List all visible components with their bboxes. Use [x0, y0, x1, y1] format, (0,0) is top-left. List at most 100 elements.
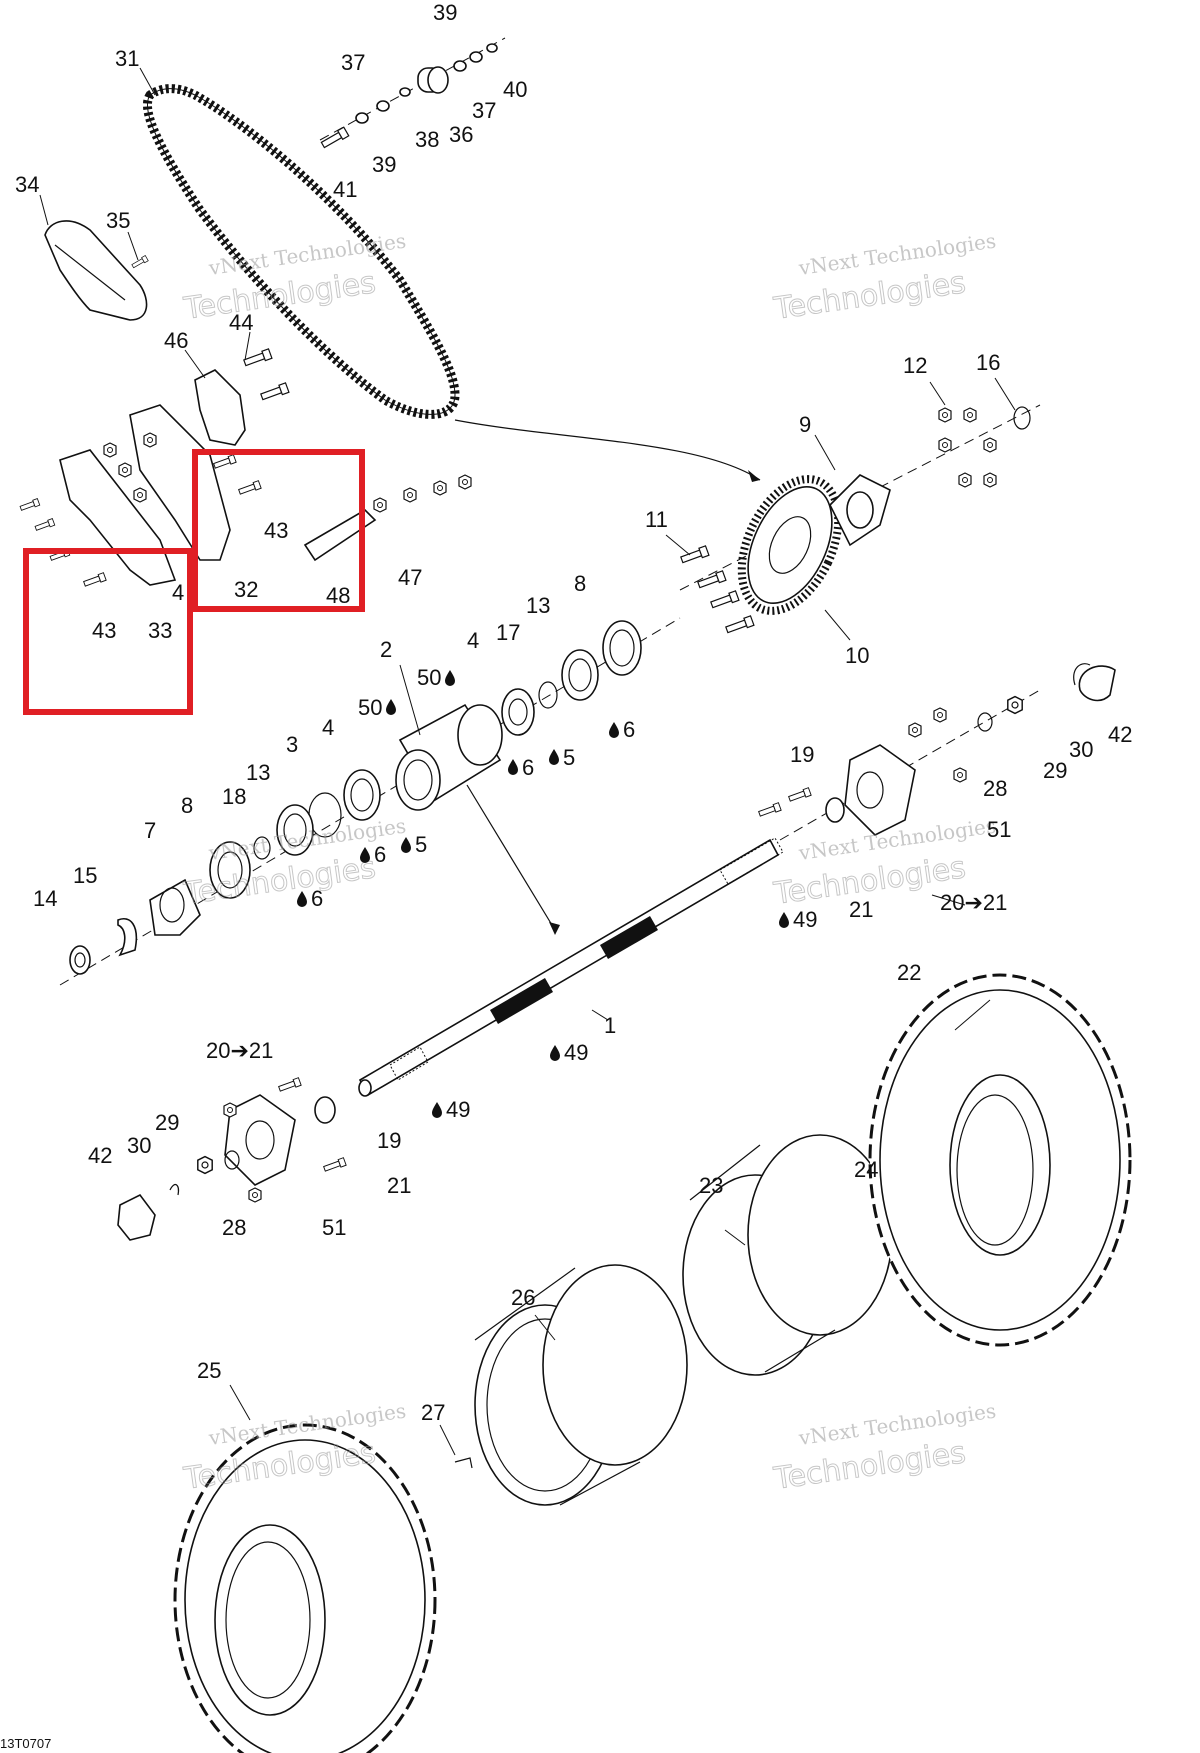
sprocket-and-hub [679, 404, 1041, 636]
drop-icon [550, 1045, 560, 1061]
watermark: vNext Technologies Technologies [771, 1399, 998, 1498]
callout-37: 37 [472, 98, 496, 123]
callout-19: 19 [377, 1128, 401, 1153]
callout-31: 31 [115, 46, 139, 71]
drop-icon [432, 1102, 442, 1118]
callout-4: 4 [467, 628, 479, 653]
callout-43: 43 [264, 518, 288, 543]
watermark-text-line1: vNext Technologies [796, 229, 997, 281]
callout-18: 18 [222, 784, 246, 809]
tires [173, 973, 1132, 1753]
leader-lines [39, 67, 1016, 1456]
highlight-box-lower [23, 548, 193, 715]
callout-22: 22 [897, 960, 921, 985]
drop-icon [779, 912, 789, 928]
callout-4: 4 [322, 715, 334, 740]
callout-40: 40 [503, 77, 527, 102]
callout-11: 11 [645, 507, 668, 532]
drop-icon [360, 847, 370, 863]
callout-2: 2 [380, 637, 392, 662]
callout-32: 32 [234, 577, 258, 602]
watermark: vNext Technologies Technologies [771, 229, 998, 328]
drop-icon [609, 722, 619, 738]
lubricant-drops [297, 670, 789, 1118]
callout-9: 9 [799, 412, 811, 437]
callout-10: 10 [845, 643, 869, 668]
callout-4: 4 [172, 580, 184, 605]
highlight-boxes [23, 449, 365, 715]
callout-14: 14 [33, 886, 57, 911]
callout-28: 28 [222, 1215, 246, 1240]
callout-3: 3 [286, 732, 298, 757]
bearing-housing [59, 617, 681, 986]
callout-20-to-21: 20➔21 [206, 1038, 273, 1063]
callout-21: 21 [387, 1173, 411, 1198]
axle-shaft [358, 837, 784, 1097]
callout-13: 13 [246, 760, 270, 785]
callout-26: 26 [511, 1285, 535, 1310]
callout-50: 50 [417, 665, 441, 690]
callout-47: 47 [398, 565, 422, 590]
callout-8: 8 [574, 571, 586, 596]
callout-24: 24 [854, 1157, 878, 1182]
tensioner-assembly [319, 37, 506, 150]
callout-35: 35 [106, 208, 130, 233]
callout-29: 29 [155, 1110, 179, 1135]
callout-39: 39 [433, 0, 457, 25]
callout-51: 51 [322, 1215, 346, 1240]
chain-guide [44, 220, 149, 321]
watermark-text-line1: vNext Technologies [206, 229, 407, 281]
callout-39: 39 [372, 152, 396, 177]
callout-6: 6 [374, 842, 386, 867]
callout-17: 17 [496, 620, 520, 645]
callout-42: 42 [88, 1143, 112, 1168]
callout-13: 13 [526, 593, 550, 618]
callout-30: 30 [1069, 737, 1093, 762]
drop-icon [549, 749, 559, 765]
callout-49: 49 [564, 1040, 588, 1065]
callout-19: 19 [790, 742, 814, 767]
callout-42: 42 [1108, 722, 1132, 747]
callout-12: 12 [903, 353, 927, 378]
callout-6: 6 [522, 755, 534, 780]
callout-29: 29 [1043, 758, 1067, 783]
callout-28: 28 [983, 776, 1007, 801]
callout-37: 37 [341, 50, 365, 75]
callout-50: 50 [358, 695, 382, 720]
callout-6: 6 [311, 886, 323, 911]
callout-49: 49 [446, 1097, 470, 1122]
callout-30: 30 [127, 1133, 151, 1158]
callout-6: 6 [623, 717, 635, 742]
callout-33: 33 [148, 618, 172, 643]
watermark-text-line1: vNext Technologies [796, 1399, 997, 1451]
highlight-box-upper [192, 449, 365, 612]
callout-5: 5 [563, 745, 575, 770]
callout-8: 8 [181, 793, 193, 818]
callout-49: 49 [793, 907, 817, 932]
drop-icon [401, 837, 411, 853]
callout-41: 41 [333, 177, 357, 202]
callout-5: 5 [415, 832, 427, 857]
right-wheel-hub [757, 663, 1116, 841]
callout-16: 16 [976, 350, 1000, 375]
drop-icon [445, 670, 455, 686]
callout-36: 36 [449, 122, 473, 147]
callout-labels: 39 37 40 37 36 38 39 41 31 34 35 44 46 4… [15, 0, 1132, 1425]
callout-1: 1 [604, 1013, 616, 1038]
callout-48: 48 [326, 583, 350, 608]
callout-51: 51 [987, 817, 1011, 842]
callout-21: 21 [849, 897, 873, 922]
callout-23: 23 [699, 1173, 723, 1198]
drop-icon [508, 759, 518, 775]
drive-chain [142, 84, 761, 482]
callout-44: 44 [229, 310, 253, 335]
callout-20-to-21: 20➔21 [940, 890, 1007, 915]
callout-38: 38 [415, 127, 439, 152]
watermark: vNext Technologies Technologies [181, 229, 408, 328]
callout-25: 25 [197, 1358, 221, 1383]
wheel-rims [454, 1134, 916, 1506]
callout-46: 46 [164, 328, 188, 353]
callout-34: 34 [15, 172, 39, 197]
callout-27: 27 [421, 1400, 445, 1425]
